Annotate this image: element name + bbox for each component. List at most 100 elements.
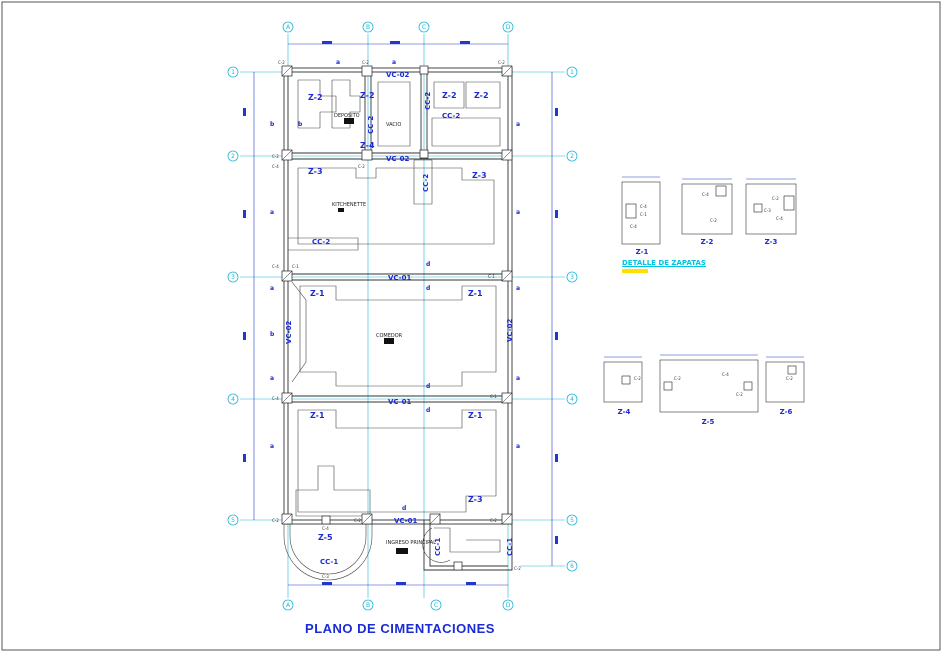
grid-lines bbox=[240, 34, 565, 598]
footing-label-z1-d: Z-1 bbox=[468, 411, 483, 420]
grid-label-2-left: 2 bbox=[231, 153, 235, 160]
details-title: DETALLE DE ZAPATAS bbox=[622, 259, 706, 267]
column-label-c2-f: C-2 bbox=[272, 518, 279, 523]
section-mark-d-3: d bbox=[426, 383, 430, 390]
detail-column-c4-b: C-4 bbox=[630, 224, 637, 229]
curb-label-cc2-b: CC-2 bbox=[424, 92, 432, 110]
footing-detail-label-z5: Z-5 bbox=[702, 418, 715, 426]
column-label-c4-a: C-4 bbox=[272, 164, 279, 169]
grid-label-5-right: 5 bbox=[570, 517, 574, 524]
space-label-ingreso: INGRESO PRINCIPAL bbox=[386, 540, 436, 546]
level-symbols bbox=[338, 118, 408, 554]
detail-column-c4-e: C-4 bbox=[722, 372, 729, 377]
curb-label-cc2-d: CC-2 bbox=[422, 174, 430, 192]
detail-column-c4-c: C-4 bbox=[702, 192, 709, 197]
curb-label-cc1-b: CC-1 bbox=[434, 538, 442, 556]
beam-label-vc01-row5: VC-01 bbox=[394, 517, 417, 525]
detail-column-c2-c: C-2 bbox=[634, 376, 641, 381]
column-label-c2-i: C-2 bbox=[514, 566, 521, 571]
curb-label-cc2-a: CC-2 bbox=[367, 116, 375, 134]
grid-label-a-bottom: A bbox=[286, 602, 291, 609]
grid-label-c-top: C bbox=[422, 24, 426, 31]
beam-label-vc02-row2: VC-02 bbox=[386, 155, 409, 163]
grid-label-1-right: 1 bbox=[570, 69, 574, 76]
section-mark-a-3: a bbox=[270, 209, 274, 216]
grid-label-b-top: B bbox=[366, 24, 370, 31]
section-mark-a-4: a bbox=[516, 209, 520, 216]
column-label-c2-d: C-2 bbox=[272, 154, 279, 159]
plan-title: PLANO DE CIMENTACIONES bbox=[305, 621, 495, 636]
column-label-c1-b: C-1 bbox=[488, 274, 495, 279]
column-label-c3: C-3 bbox=[322, 574, 329, 579]
column-label-c2-h: C-2 bbox=[490, 518, 497, 523]
detail-column-c2-a: C-2 bbox=[710, 218, 717, 223]
section-mark-a-1: a bbox=[336, 59, 340, 66]
space-label-deposito: DEPOSITO bbox=[334, 113, 360, 119]
beam-label-vc02-left: VC-02 bbox=[285, 321, 293, 344]
footing-details bbox=[603, 181, 805, 413]
space-label-vacio: VACIO bbox=[386, 122, 401, 128]
curb-label-cc2-c: CC-2 bbox=[442, 112, 460, 120]
section-mark-a-9: a bbox=[270, 443, 274, 450]
dimension-marks bbox=[243, 41, 558, 585]
column-label-c2-g: C-2 bbox=[354, 518, 361, 523]
section-mark-a-5: a bbox=[270, 285, 274, 292]
footing-label-z1-b: Z-1 bbox=[468, 289, 483, 298]
curb-label-cc1-c: CC-1 bbox=[506, 538, 514, 556]
footing-detail-labels: Z-1 Z-2 Z-3 Z-4 Z-5 Z-6 bbox=[618, 238, 793, 426]
grid-label-b-bottom: B bbox=[366, 602, 370, 609]
grid-label-1-left: 1 bbox=[231, 69, 235, 76]
footing-label-z5: Z-5 bbox=[318, 533, 333, 542]
space-labels: DEPOSITO VACIO KITCHENETTE COMEDOR INGRE… bbox=[332, 113, 436, 546]
footing-labels: Z-2 Z-2 Z-2 Z-2 Z-4 Z-3 Z-3 Z-1 Z-1 Z-1 … bbox=[308, 91, 489, 542]
detail-column-c1-a: C-1 bbox=[640, 212, 647, 217]
section-mark-a-right: a bbox=[516, 121, 520, 128]
section-mark-d-4: d bbox=[426, 407, 430, 414]
beam-labels: VC-02 VC-02 VC-01 VC-01 VC-01 VC-02 VC-0… bbox=[285, 71, 514, 525]
detail-column-c4-a: C-4 bbox=[640, 204, 647, 209]
grid-label-4-right: 4 bbox=[570, 396, 574, 403]
detail-column-c4-d: C-4 bbox=[776, 216, 783, 221]
footing-label-z2-c: Z-2 bbox=[442, 91, 457, 100]
curb-labels: CC-2 CC-2 CC-2 CC-2 CC-2 CC-1 CC-1 CC-1 bbox=[312, 92, 514, 566]
grid-label-3-left: 3 bbox=[231, 274, 235, 281]
footing-label-z3-b: Z-3 bbox=[472, 171, 487, 180]
curb-label-cc1-a: CC-1 bbox=[320, 558, 338, 566]
column-label-c2-b: C-2 bbox=[362, 60, 369, 65]
grid-label-6-right: 6 bbox=[570, 563, 574, 570]
column-label-c2-e: C-2 bbox=[358, 164, 365, 169]
footing-label-z3-c: Z-3 bbox=[468, 495, 483, 504]
beam-label-vc02-top: VC-02 bbox=[386, 71, 409, 79]
column-label-c1-a: C-1 bbox=[292, 264, 299, 269]
detail-column-c2-e: C-2 bbox=[736, 392, 743, 397]
grid-label-3-right: 3 bbox=[570, 274, 574, 281]
section-mark-d-2: d bbox=[426, 285, 430, 292]
grid-label-2-right: 2 bbox=[570, 153, 574, 160]
column-label-c2-c: C-2 bbox=[498, 60, 505, 65]
grid-bubbles bbox=[227, 21, 578, 611]
footing-label-z2-b: Z-2 bbox=[360, 91, 375, 100]
grid-label-5-left: 5 bbox=[231, 517, 235, 524]
column-labels: C-2 C-2 C-2 C-2 C-4 C-2 C-4 C-1 C-1 C-4 … bbox=[272, 60, 521, 579]
column-label-c4-b: C-4 bbox=[272, 264, 279, 269]
section-mark-a-8: a bbox=[516, 375, 520, 382]
grid-label-c-bottom: C bbox=[434, 602, 438, 609]
footing-detail-dims bbox=[604, 176, 804, 358]
footing-detail-label-z2: Z-2 bbox=[701, 238, 714, 246]
column-label-c4-d: C-4 bbox=[322, 526, 329, 531]
section-mark-a-6: a bbox=[516, 285, 520, 292]
footing-detail-columns bbox=[621, 185, 797, 391]
section-mark-d-5: d bbox=[402, 505, 406, 512]
space-label-comedor: COMEDOR bbox=[376, 333, 403, 339]
column-label-c2-a: C-2 bbox=[278, 60, 285, 65]
grid-label-a-top: A bbox=[286, 24, 291, 31]
grid-label-d-bottom: D bbox=[506, 602, 511, 609]
footing-label-z1-a: Z-1 bbox=[310, 289, 325, 298]
footing-detail-label-z3: Z-3 bbox=[765, 238, 778, 246]
perimeter-walls bbox=[283, 67, 513, 571]
detail-column-c3-a: C-3 bbox=[764, 208, 771, 213]
grid-label-d-top: D bbox=[506, 24, 511, 31]
footing-detail-label-z6: Z-6 bbox=[780, 408, 793, 416]
